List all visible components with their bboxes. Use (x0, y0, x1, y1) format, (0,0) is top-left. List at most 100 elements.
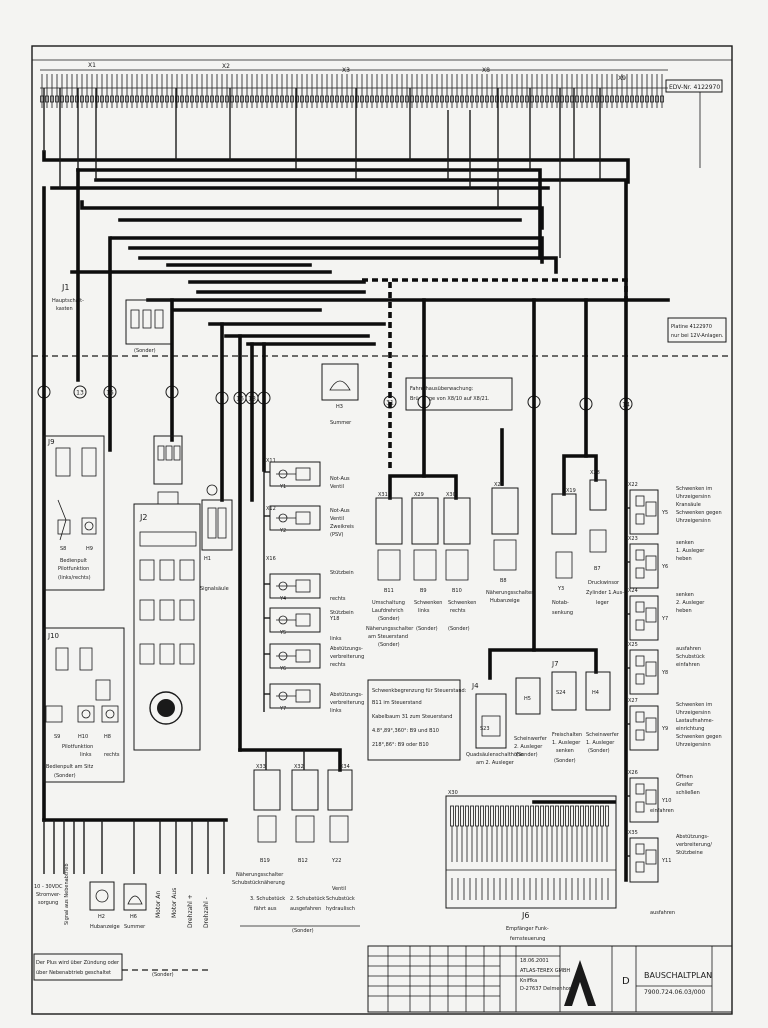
connector-x8-label: X8 (482, 67, 490, 74)
j10-label: J10 (47, 632, 59, 640)
edv-number-label: EDV-Nr. 4122970 (669, 84, 720, 91)
drawn-name: Kniffka (520, 978, 537, 984)
x28-label: X28 (590, 470, 600, 476)
valve-box-y7 (269, 683, 321, 709)
h6-desc: Summer (124, 924, 146, 930)
drawing-title: BAUSCHALTPLAN (644, 971, 712, 980)
h4-desc-2: 1. Ausleger (586, 740, 615, 746)
platine-note-line2: nur bei 12V-Anlagen. (671, 333, 724, 339)
j10-desc-1: Pilotfunktion (62, 744, 93, 750)
b9-desc-1: Schwenken (414, 600, 442, 606)
y20-desc-1: Abstützungs- (330, 646, 363, 652)
valve-desc-y9-3: Lastaufnahme- (676, 718, 714, 724)
h2-desc: Hubanzeige (90, 924, 120, 930)
valve-id-y5: Y5 (661, 510, 668, 516)
j4-label: J4 (471, 682, 479, 690)
connector-x25-label: X25 (628, 642, 638, 648)
j10-foot-1: Bedienpult am Sitz (46, 764, 94, 770)
y19-desc-2: links (330, 636, 342, 642)
connector-x3-label: X3 (342, 67, 350, 74)
sonder-label-center: (Sonder) (292, 928, 314, 934)
supply-line2: Stromver- (36, 892, 61, 898)
j6-desc-1: Empfänger Funk- (506, 926, 549, 932)
wire-marker-label-13: 13 (76, 390, 84, 397)
b19-desc-2: Schubstücknäherung (232, 880, 285, 886)
h5-desc-1: Scheinwerfer (514, 736, 548, 742)
y2-desc-1: Not-Aus (330, 508, 350, 514)
grenz-line4: 4.8°,89°,360°: B9 und B10 (372, 728, 439, 734)
s9-label: S9 (54, 734, 60, 740)
sonder-label-bottom: (Sonder) (152, 972, 174, 978)
note-line2: über Nebenabtrieb geschaltet (36, 970, 111, 976)
vertical-feeders (42, 168, 628, 882)
s8-label: S8 (60, 546, 66, 552)
b9-label: B9 (420, 588, 427, 594)
grenz-line1: Schwenkbegrenzung für Steuerstand: (372, 688, 467, 694)
j2-label: J2 (139, 513, 147, 522)
x21-label: X21 (494, 482, 504, 488)
s24-desc-3: senken (556, 748, 574, 754)
h3-label: H3 (336, 404, 343, 410)
b9-desc-2: links (418, 608, 430, 614)
fahrerhaus-line1: Fahrerhausüberwachung: (410, 386, 474, 392)
drehzahl-plus-label: Drehzahl + (187, 894, 194, 928)
s24-desc-1: Freischalten (552, 732, 582, 738)
motor-an-label: Motor An (155, 891, 162, 918)
x29-label: X29 (414, 492, 424, 498)
valve-desc-y10-3: schließen (676, 790, 700, 796)
valve-box-y10 (629, 777, 659, 823)
connector-x24-label: X24 (628, 588, 638, 594)
valve-box-y6 (629, 543, 659, 589)
j6-receiver-block: X30 J6 Empfänger Funk- fernsteuerung (445, 790, 617, 942)
company-logo (564, 960, 596, 1006)
wire-marker-13 (73, 385, 87, 399)
h4-label: H4 (592, 690, 599, 696)
j9-desc-2: Pilotfunktion (58, 566, 89, 572)
j10-desc-3: rechts (104, 752, 120, 758)
b11-desc-6: (Sonder) (378, 642, 400, 648)
y2-desc-3: Zweikreis (330, 524, 354, 530)
platine-note-line1: Platine 4122970 (671, 324, 712, 330)
valve-desc-y7-3: heben (676, 608, 692, 614)
x12-label: X12 (266, 506, 276, 512)
b19-desc-3: 3. Schubstück (250, 896, 285, 902)
valve-desc-y11-2: verbreiterung/ (676, 842, 712, 848)
b11-desc-4: Näherungsschalter (366, 626, 414, 632)
j9-desc-1: Bedienpult (60, 558, 87, 564)
h6-label: H6 (130, 914, 137, 920)
coil-y6 (295, 649, 311, 663)
j10-desc-2: links (80, 752, 92, 758)
y22-desc-1: Ventil (332, 886, 346, 892)
signal-nebenabtrieb-label: Signal aus Nebenabtrieb (64, 863, 70, 925)
valve-desc-y6-1: senken (676, 540, 694, 546)
b10-label: B10 (452, 588, 462, 594)
y20-desc-2: verbreiterung (330, 654, 364, 660)
supply-area: 10 - 30VDC Stromver- sorgung Signal aus … (33, 820, 225, 981)
connector-x1-label: X1 (88, 62, 96, 69)
coil-y4 (295, 579, 311, 593)
y21-desc-1: Abstützungs- (330, 692, 363, 698)
valve-desc-y6-3: heben (676, 556, 692, 562)
j4-desc-1: Quadsäulenschalthöhe (466, 752, 523, 758)
connector-x22-label: X22 (628, 482, 638, 488)
connector-x9-label: X9 (618, 75, 626, 82)
s24-desc-2: 1. Ausleger (552, 740, 581, 746)
b11-desc-2: Laufdrehrich (372, 608, 404, 614)
y2-desc-2: Ventil (330, 516, 344, 522)
supply-line1: 10 - 30VDC (34, 884, 63, 890)
y20-desc-3: rechts (330, 662, 346, 668)
sonder-connector-cluster: (Sonder) (125, 299, 173, 354)
b8-desc-1: Näherungsschalter (486, 590, 534, 596)
j9-bedienpult-panel: J9 S8 H9 Bedienpult Pilotfunktion (links… (43, 435, 105, 591)
valve-id-y9: Y9 (661, 726, 668, 732)
coil-y1 (295, 467, 311, 481)
y18-label: Y18 (329, 616, 339, 622)
b11-desc-1: Umschaltung (372, 600, 405, 606)
title-date: 18.06.2001 (520, 958, 549, 964)
h3-summer: H3 Summer (321, 363, 359, 426)
j9-label: J9 (47, 438, 55, 446)
b19-label: B19 (260, 858, 270, 864)
